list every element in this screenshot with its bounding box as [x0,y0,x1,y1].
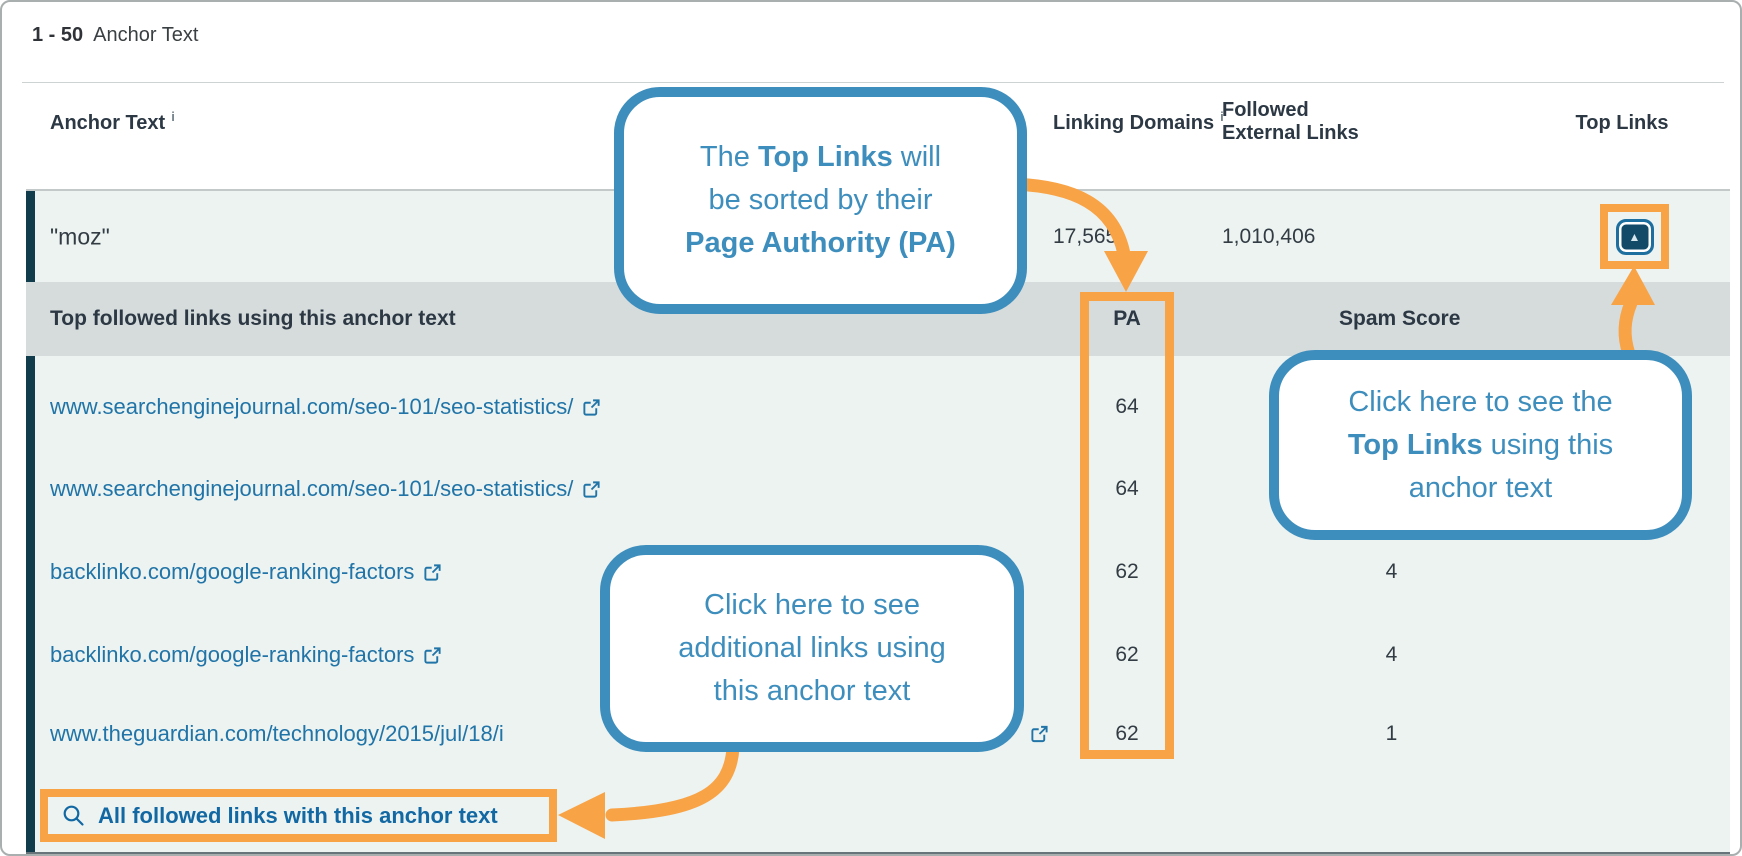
results-range: 1 - 50 Anchor Text [32,24,198,47]
info-icon[interactable]: i [1220,109,1224,124]
pa-column-header: PA [1113,307,1141,330]
all-followed-links-label: All followed links with this anchor text [98,802,498,828]
external-link-icon [583,398,600,416]
callout-line: Click here to see [704,589,920,621]
collapse-icon: ▲ [1628,229,1641,244]
callout-line: additional links using [678,632,946,664]
callout-line: The Top Links will [699,141,942,173]
page-title: Anchor Text [93,24,199,46]
spam-score-value: 1 [1385,722,1398,745]
followed-external-links-value: 1,010,406 [1222,224,1316,248]
row-accent-bar [26,191,35,852]
external-link-icon [583,480,600,498]
callout-line: be sorted by their [708,184,933,216]
table-row: www.searchenginejournal.com/seo-101/seo-… [26,448,1730,530]
pa-value: 62 [1115,643,1139,666]
link-url[interactable]: backlinko.com/google-ranking-factors [50,642,442,668]
pa-value: 62 [1115,560,1139,583]
linking-domains-value: 17,565 [1053,224,1118,248]
divider [22,82,1724,83]
callout-line: anchor text [1408,471,1553,504]
callout-pa-note: The Top Links will be sorted by their Pa… [614,87,1027,314]
spam-score-value: 4 [1385,643,1398,666]
link-url[interactable]: www.searchenginejournal.com/seo-101/seo-… [50,476,601,502]
link-url[interactable]: www.theguardian.com/technology/2015/jul/… [50,721,504,746]
table-row: www.searchenginejournal.com/seo-101/seo-… [26,366,1730,448]
pa-value: 64 [1115,395,1139,418]
spam-score-value: 4 [1385,560,1398,583]
anchor-text-value: "moz" [50,223,110,249]
link-url[interactable]: www.searchenginejournal.com/seo-101/seo-… [50,394,601,420]
callout-line: Page Authority (PA) [685,227,956,259]
link-url[interactable]: backlinko.com/google-ranking-factors [50,559,442,585]
external-link-icon[interactable] [1030,725,1049,744]
pa-column-highlight-box [1080,292,1174,759]
table-row: www.theguardian.com/technology/2015/jul/… [26,693,1730,775]
column-header-top-links: Top Links [1575,112,1669,134]
external-link-icon [424,646,441,664]
column-header-followed-external-links: Followed External Links [1222,99,1359,144]
pa-value: 62 [1115,722,1139,745]
all-followed-links-button[interactable]: All followed links with this anchor text [40,789,557,842]
range-numbers: 1 - 50 [32,24,84,46]
callout-additional-links-note: Click here to see additional links using… [600,545,1024,752]
external-link-icon [424,563,441,581]
expanded-section-title: Top followed links using this anchor tex… [50,307,456,330]
search-icon [63,805,84,826]
spam-score-column-header: Spam Score [1339,307,1461,330]
callout-line: this anchor text [713,675,911,707]
callout-line: Top Links using this [1347,428,1614,461]
callout-line: Click here to see the [1348,385,1613,418]
top-links-toggle-button[interactable]: ▲ [1615,218,1654,255]
table-row: backlinko.com/google-ranking-factors 62 … [26,531,1730,613]
info-icon[interactable]: i [171,109,175,124]
top-links-highlight-box: ▲ [1600,204,1669,269]
callout-top-links-note: Click here to see the Top Links using th… [1269,350,1692,540]
table-row: backlinko.com/google-ranking-factors 62 … [26,614,1730,696]
pa-value: 64 [1115,477,1139,500]
